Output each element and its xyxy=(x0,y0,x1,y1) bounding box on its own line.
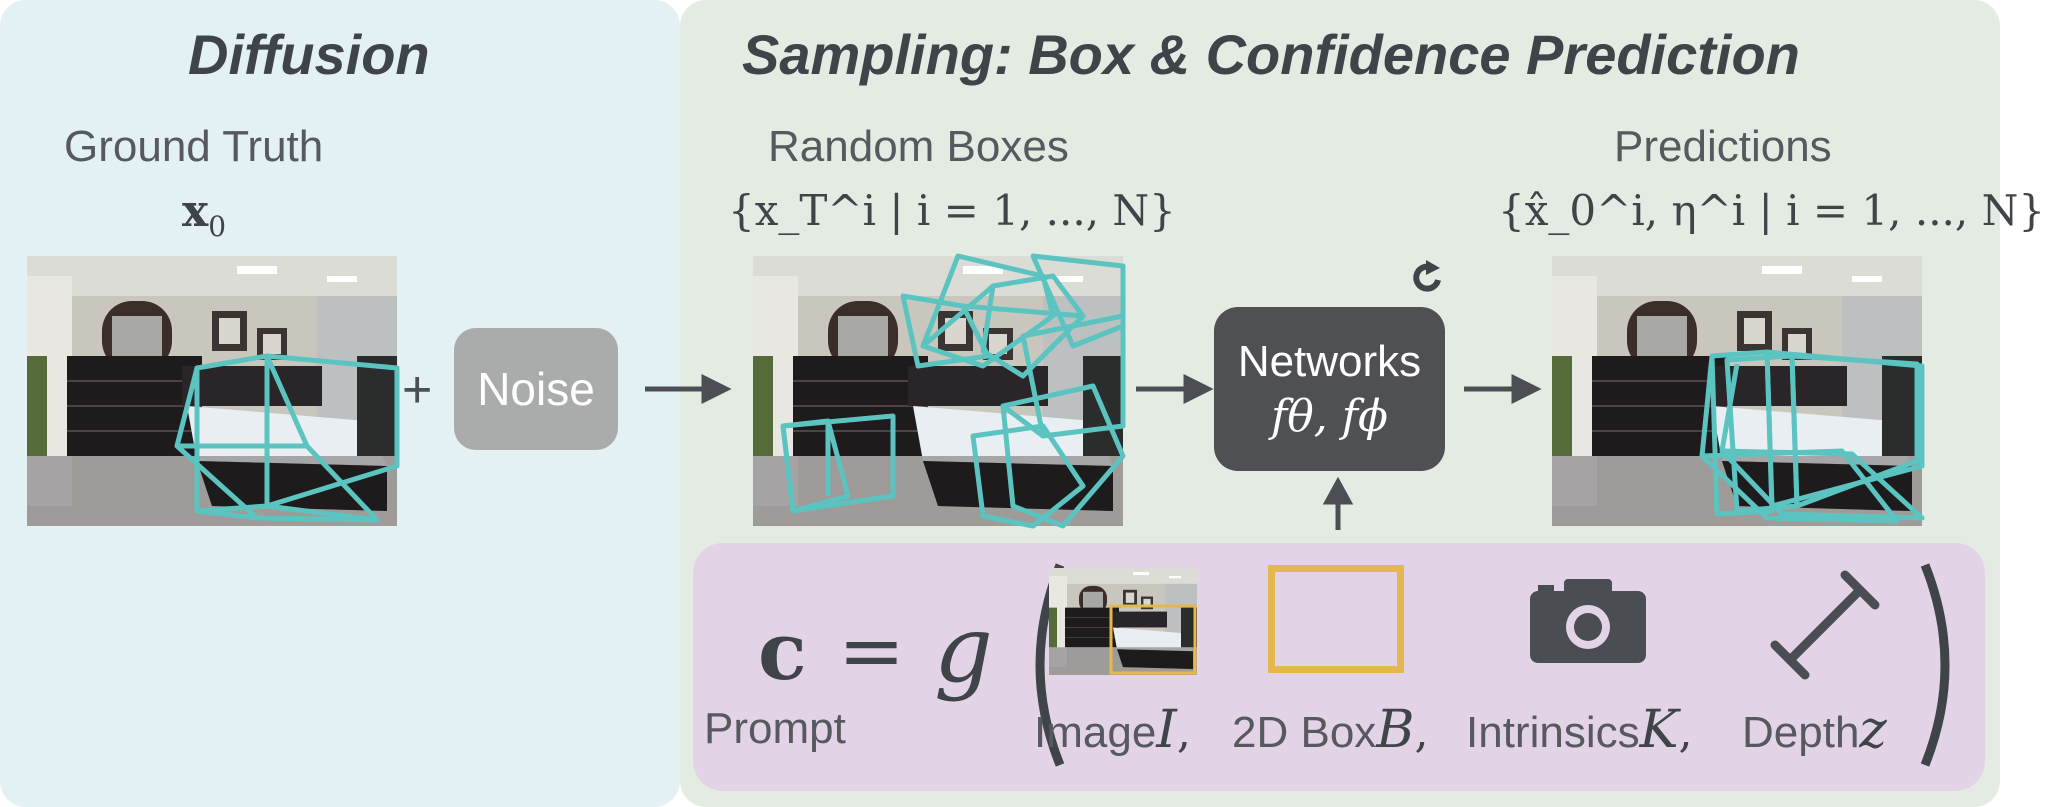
sampling-title: Sampling: Box & Confidence Prediction xyxy=(742,23,1800,86)
ground-truth-3d-box xyxy=(174,353,400,523)
networks-label: Networks xyxy=(1237,337,1422,386)
depth-ruler-icon xyxy=(1770,570,1880,680)
equals-sign: = xyxy=(838,604,906,697)
predictions-label: Predictions xyxy=(1614,122,1832,171)
prompt-image-2d-box xyxy=(1109,604,1197,675)
noise-box: Noise xyxy=(454,328,618,450)
random-boxes-label: Random Boxes xyxy=(768,122,1069,171)
random-boxes-math: {x_T^i | i = 1, ..., N} xyxy=(728,186,1176,235)
g-symbol: g xyxy=(934,596,993,703)
ground-truth-symbol: x0 xyxy=(182,186,227,243)
prompt-item-2d-box: 2D BoxB, xyxy=(1232,700,1429,760)
random-3d-boxes xyxy=(780,253,1126,529)
c-symbol: c xyxy=(758,604,807,698)
networks-math: fθ, fϕ xyxy=(1270,391,1389,442)
camera-icon xyxy=(1530,579,1646,663)
networks-box: Networks fθ, fϕ xyxy=(1214,307,1445,471)
predicted-3d-boxes xyxy=(1699,349,1925,524)
plus-sign: + xyxy=(402,361,433,419)
prompt-item-intrinsics: IntrinsicsK, xyxy=(1466,700,1693,760)
loop-arrow-icon xyxy=(1413,260,1441,292)
prompt-label: Prompt xyxy=(704,704,846,753)
prompt-item-depth: Depthz xyxy=(1742,700,1887,760)
predictions-image xyxy=(1552,256,1925,526)
prompt-image-thumbnail xyxy=(1049,568,1197,675)
ground-truth-image xyxy=(27,256,400,526)
prompt-item-image: ImageI, xyxy=(1034,700,1191,760)
diffusion-title: Diffusion xyxy=(188,23,430,86)
right-paren xyxy=(1920,563,1950,767)
random-boxes-image xyxy=(753,253,1126,529)
ground-truth-label: Ground Truth xyxy=(64,122,324,171)
2d-box-icon xyxy=(1268,565,1404,673)
predictions-math: {x̂_0^i, η^i | i = 1, ..., N} xyxy=(1498,186,2045,235)
